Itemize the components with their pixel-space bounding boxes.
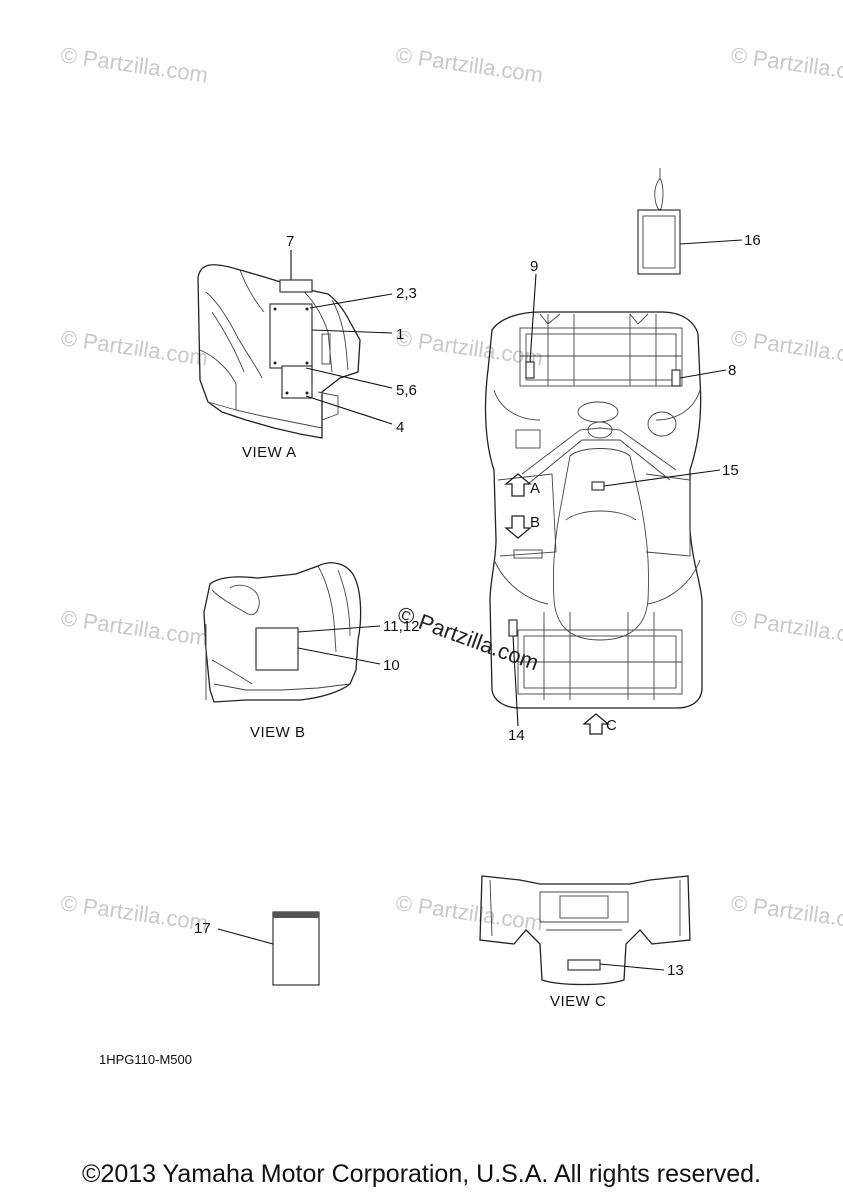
watermark: © Partzilla.com: [729, 605, 843, 650]
atv-top-view-drawing: [484, 273, 727, 735]
arrow-c-label: C: [606, 717, 617, 734]
watermark-layer: © Partzilla.com © Partzilla.com © Partzi…: [59, 42, 843, 935]
callout-4: 4: [396, 419, 404, 436]
callout-15: 15: [722, 462, 739, 479]
watermark: © Partzilla.com: [59, 890, 209, 935]
diagram-code: 1HPG110-M500: [99, 1052, 192, 1067]
callout-2-3: 2,3: [396, 285, 417, 302]
callout-1: 1: [396, 326, 404, 343]
callout-8: 8: [728, 362, 736, 379]
watermark: © Partzilla.com: [729, 42, 843, 87]
callout-7: 7: [286, 233, 294, 250]
view-a-fender-drawing: [197, 250, 393, 439]
watermark: © Partzilla.com: [59, 325, 209, 370]
view-b-caption: VIEW B: [250, 724, 306, 741]
watermark: © Partzilla.com: [59, 605, 209, 650]
watermark: © Partzilla.com: [59, 42, 209, 87]
view-b-fender-drawing: [203, 562, 381, 703]
view-c-rear-drawing: [479, 875, 691, 986]
callout-13: 13: [667, 962, 684, 979]
watermark: © Partzilla.com: [394, 325, 544, 370]
copyright-notice: ©2013 Yamaha Motor Corporation, U.S.A. A…: [82, 1160, 761, 1188]
watermark: © Partzilla.com: [394, 890, 544, 935]
hang-tag-16-drawing: [637, 168, 743, 275]
callout-16: 16: [744, 232, 761, 249]
callout-14: 14: [508, 727, 525, 744]
watermark: © Partzilla.com: [394, 42, 544, 87]
arrow-a-label: A: [530, 480, 540, 497]
arrow-b-label: B: [530, 514, 540, 531]
watermark: © Partzilla.com: [729, 325, 843, 370]
center-watermark: © Partzilla.com: [394, 601, 542, 675]
callout-9: 9: [530, 258, 538, 275]
label-17-drawing: [217, 911, 320, 986]
view-a-caption: VIEW A: [242, 444, 297, 461]
callout-10: 10: [383, 657, 400, 674]
callout-17: 17: [194, 920, 211, 937]
view-c-caption: VIEW C: [550, 993, 606, 1010]
watermark: © Partzilla.com: [729, 890, 843, 935]
callout-11-12: 11,12: [383, 618, 419, 635]
callout-5-6: 5,6: [396, 382, 417, 399]
